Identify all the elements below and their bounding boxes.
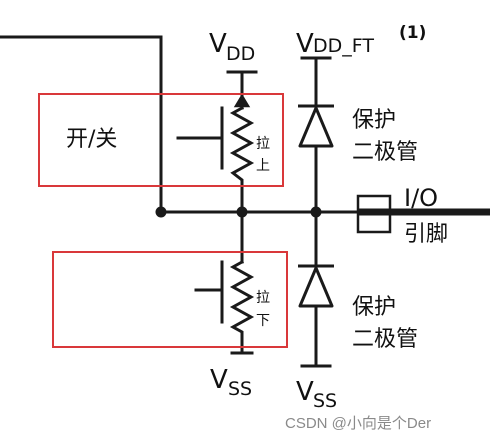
vss-right-label-sub: SS — [313, 390, 337, 412]
pullup-arrow-head — [233, 93, 251, 108]
top-protection-diode — [298, 106, 334, 148]
pulldown-label-2: 下 — [256, 313, 270, 329]
vddft-label-sub: DD_FT — [313, 35, 374, 57]
junction-dot-middle — [236, 206, 248, 218]
protection-diode-top-label-1: 保护 — [352, 108, 396, 133]
vddft-note: (1) — [399, 23, 426, 43]
vddft-label-main: V — [296, 29, 314, 59]
pullup-resistor — [229, 105, 255, 214]
pullup-label-1: 拉 — [256, 136, 270, 152]
pulldown-resistor — [229, 259, 255, 352]
pulldown-label-1: 拉 — [256, 290, 270, 306]
vss-right-label-main: V — [296, 377, 314, 407]
pulldown-highlight-box — [52, 251, 288, 348]
protection-diode-bottom-label-2: 二极管 — [352, 327, 418, 352]
pullup-switch — [176, 106, 224, 170]
vss-left-label-sub: SS — [228, 378, 252, 400]
protection-diode-bottom-label-1: 保护 — [352, 295, 396, 320]
io-pin-label: 引脚 — [404, 222, 448, 247]
vss-left-label-main: V — [210, 365, 228, 395]
bottom-protection-diode — [298, 266, 334, 308]
io-label: I/O — [404, 184, 438, 212]
watermark: CSDN @小向是个Der — [285, 415, 431, 432]
junction-dot-right — [310, 206, 322, 218]
vdd-label-sub: DD — [226, 43, 255, 65]
switch-label: 开/关 — [66, 127, 117, 152]
pullup-label-2: 上 — [256, 158, 270, 174]
protection-diode-top-label-2: 二极管 — [352, 140, 418, 165]
pulldown-switch — [194, 260, 224, 324]
input-wire — [0, 35, 163, 214]
pullup-highlight-box — [38, 93, 284, 187]
vddft-rail — [300, 56, 332, 106]
junction-dot-left — [155, 206, 167, 218]
vdd-label-main: V — [209, 29, 227, 59]
